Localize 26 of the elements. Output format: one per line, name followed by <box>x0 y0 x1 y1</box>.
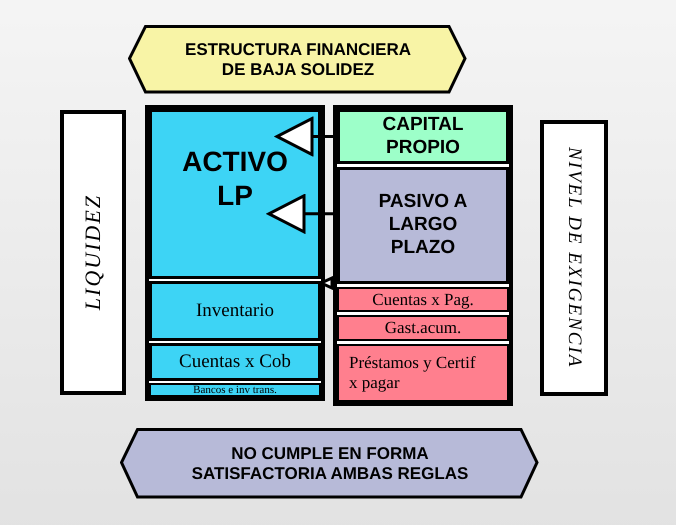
vertical-label: NIVEL DE EXIGENCIA <box>563 147 585 369</box>
asset-box <box>149 109 321 279</box>
box-label: ACTIVO LP <box>181 145 289 213</box>
box-label: ESTRUCTURA FINANCIERA DE BAJA SOLIDEZ <box>184 40 412 80</box>
liability-box <box>337 344 509 402</box>
liability-box <box>337 167 509 284</box>
asset-box <box>149 383 321 397</box>
box-label: Préstamos y Certif x pagar <box>349 353 477 393</box>
asset-box <box>149 343 321 381</box>
box-label: CAPITAL PROPIO <box>382 114 464 160</box>
box-label: NO CUMPLE EN FORMA SATISFACTORIA AMBAS REGLAS <box>190 444 470 484</box>
side-label-box <box>540 120 608 396</box>
box-label: Inventario <box>196 300 274 322</box>
conclusion-banner <box>120 428 540 500</box>
liability-box <box>337 287 509 312</box>
equity-box <box>337 109 509 164</box>
liability-box <box>337 315 509 341</box>
asset-box <box>149 281 321 341</box>
side-label-box <box>60 110 126 395</box>
box-label: Cuentas x Cob <box>179 351 291 373</box>
vertical-label: LIQUIDEZ <box>80 194 106 311</box>
box-label: Gast.acum. <box>384 318 462 338</box>
title-banner <box>128 25 468 95</box>
box-label: PASIVO A LARGO PLAZO <box>378 191 468 260</box>
box-label: Bancos e inv trans. <box>193 384 277 396</box>
box-label: Cuentas x Pag. <box>372 290 474 310</box>
